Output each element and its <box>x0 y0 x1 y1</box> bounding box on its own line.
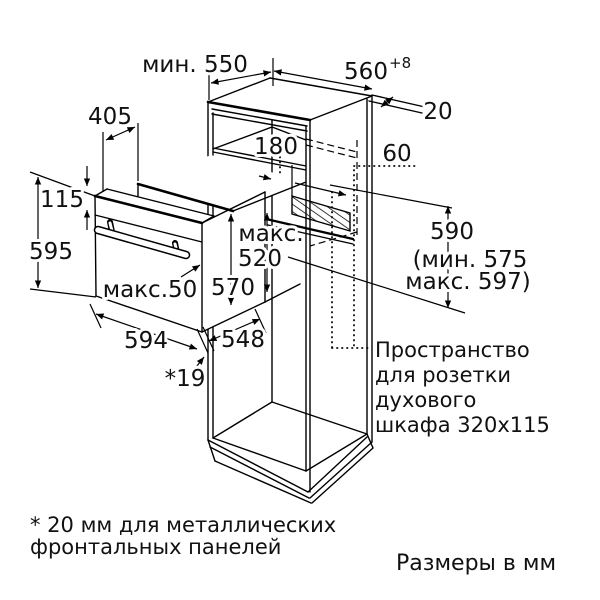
dimension-labels: мин. 550 560 +8 20 405 180 60 115 595 ма… <box>26 49 534 395</box>
socket-note-line3: духового <box>375 388 476 412</box>
dim-oven-width-label: 594 <box>124 328 168 354</box>
socket-note-line2: для розетки <box>375 363 511 387</box>
dim-panel-height-label: 115 <box>40 187 84 213</box>
dim-front-gap-label: *19 <box>165 366 206 392</box>
units-note: Размеры в мм <box>396 551 556 576</box>
socket-note: Пространство для розетки духового шкафа … <box>375 338 550 437</box>
dim-oven-height-label: 595 <box>29 239 73 265</box>
dim-niche-max-word: макс. <box>238 221 303 247</box>
dim-min-depth-label: мин. 550 <box>142 52 248 78</box>
footnote-line1: * 20 мм для металлических <box>30 513 336 537</box>
dim-back-gap-label: 60 <box>382 141 411 167</box>
socket-space-hatch <box>291 195 351 232</box>
dim-niche-height-min-label: (мин. 575 <box>413 247 528 273</box>
oven-handle <box>93 219 191 260</box>
dim-niche-height-max-label: макс. 597) <box>405 269 530 295</box>
dim-door-protrusion-label: макс.50 <box>103 277 198 303</box>
dim-vent-gap-label: 20 <box>423 99 452 125</box>
dim-oven-body-height-label: 570 <box>211 275 255 301</box>
dim-top-shelf-label: 180 <box>254 134 298 160</box>
dim-niche-width-tolerance-label: +8 <box>389 54 411 72</box>
dim-niche-max-value: 520 <box>238 246 282 272</box>
footnote-line2: фронтальных панелей <box>30 535 281 559</box>
dim-niche-height-label: 590 <box>430 219 474 245</box>
socket-note-line1: Пространство <box>375 338 530 362</box>
footnote: * 20 мм для металлических фронтальных па… <box>30 513 336 559</box>
socket-note-line4: шкафа 320x115 <box>375 413 550 437</box>
niche-socket-area <box>264 138 417 349</box>
dim-oven-body-depth-label: 548 <box>221 327 265 353</box>
dim-oven-top-depth-label: 405 <box>88 104 132 130</box>
dim-niche-width-label: 560 <box>344 59 388 85</box>
dimension-lines <box>29 58 466 372</box>
